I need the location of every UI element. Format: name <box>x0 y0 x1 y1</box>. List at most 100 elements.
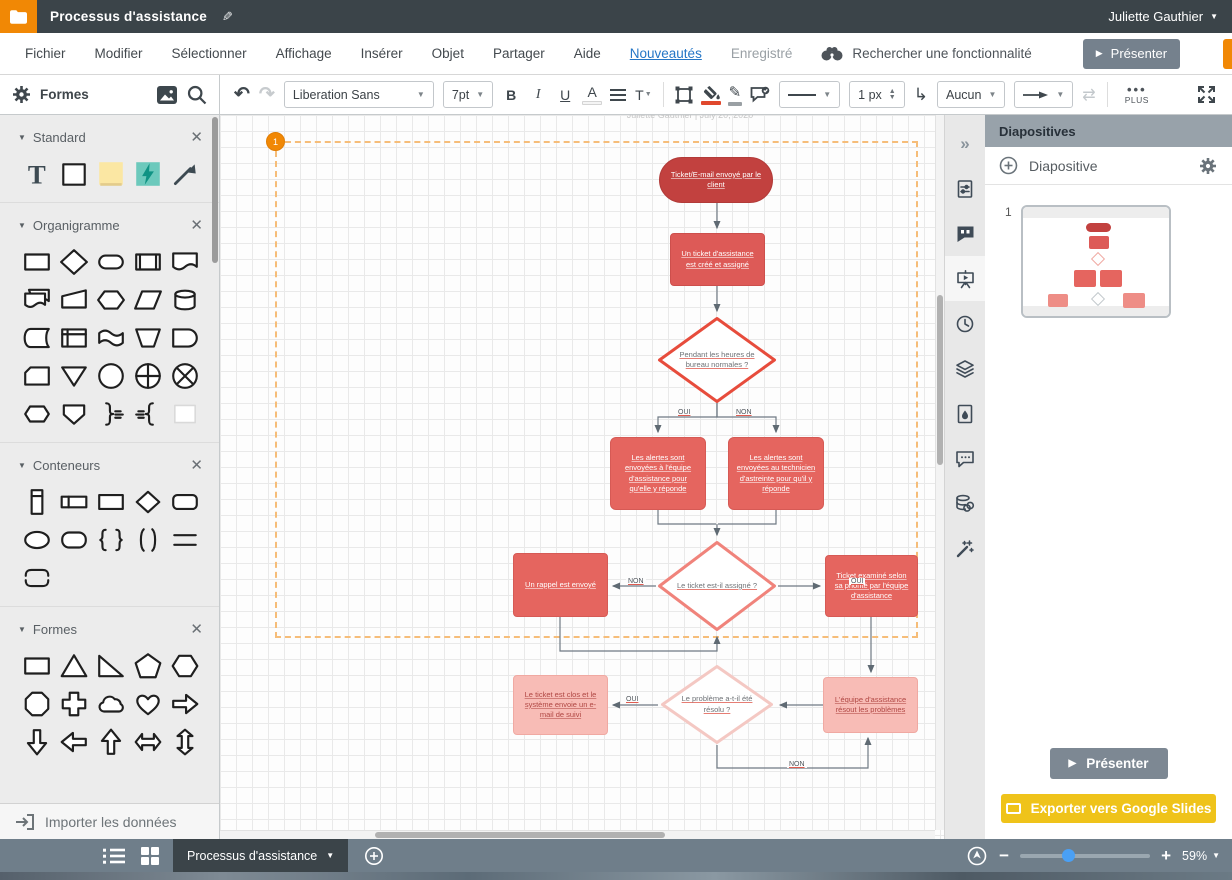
line-width-stepper[interactable]: 1 px ▲▼ <box>849 81 905 108</box>
flow-node-alert-technician[interactable]: Les alertes sont envoyées au technicien … <box>728 437 824 510</box>
arrow-up-shape-icon[interactable] <box>95 726 127 758</box>
swap-endpoints-icon[interactable]: ⇄ <box>1082 85 1095 105</box>
basic-rectangle-shape-icon[interactable] <box>21 650 53 682</box>
clipped-shape-icon[interactable] <box>132 774 164 778</box>
slide-thumbnail[interactable] <box>1021 205 1171 318</box>
present-button-top[interactable]: ▶ Présenter <box>1083 39 1180 69</box>
canvas-horizontal-scrollbar[interactable] <box>220 830 935 839</box>
zoom-out-icon[interactable]: − <box>999 846 1009 866</box>
text-color-button[interactable]: A <box>583 84 601 105</box>
pentagon-shape-icon[interactable] <box>132 650 164 682</box>
internal-storage-shape-icon[interactable] <box>58 322 90 354</box>
font-family-select[interactable]: Liberation Sans ▼ <box>284 81 434 108</box>
export-google-slides-button[interactable]: Exporter vers Google Slides <box>1001 794 1216 823</box>
theme-style-icon[interactable] <box>945 391 986 436</box>
flow-node-decision-assigned[interactable]: Le ticket est-il assigné ? <box>657 540 777 632</box>
slide-item-1[interactable]: 1 <box>985 205 1232 318</box>
zoom-slider-knob[interactable] <box>1062 849 1075 862</box>
more-tools-button[interactable]: ••• PLUS <box>1125 85 1149 105</box>
text-options-icon[interactable]: T▼ <box>635 87 652 103</box>
page-tab[interactable]: Processus d'assistance ▼ <box>173 839 348 872</box>
bold-button[interactable]: B <box>502 87 520 103</box>
delay-shape-icon[interactable] <box>169 322 201 354</box>
rectangle-shape-icon[interactable] <box>58 158 90 190</box>
user-menu[interactable]: Juliette Gauthier ▼ <box>1108 9 1218 24</box>
add-slide-icon[interactable] <box>999 156 1018 175</box>
lightning-shape-icon[interactable] <box>132 158 164 190</box>
magic-wand-icon[interactable] <box>945 526 986 571</box>
flow-node-alert-team[interactable]: Les alertes sont envoyées à l'équipe d'a… <box>610 437 706 510</box>
collapse-triangle-icon[interactable]: ▼ <box>18 625 26 634</box>
flow-node-create-ticket[interactable]: Un ticket d'assistance est créé et assig… <box>670 233 765 286</box>
add-page-icon[interactable] <box>364 846 384 866</box>
connector-type-icon[interactable]: ↳ <box>914 85 928 105</box>
tape-shape-icon[interactable] <box>95 322 127 354</box>
stored-data-shape-icon[interactable] <box>21 322 53 354</box>
sticky-note-shape-icon[interactable] <box>95 158 127 190</box>
database-shape-icon[interactable] <box>169 284 201 316</box>
font-size-select[interactable]: 7pt ▼ <box>443 81 493 108</box>
arrow-left-right-shape-icon[interactable] <box>132 726 164 758</box>
import-data-button[interactable]: Importer les données <box>0 803 219 839</box>
undo-icon[interactable]: ↶ <box>234 83 250 106</box>
page-grid-icon[interactable] <box>141 847 159 865</box>
line-endpoint-none-select[interactable]: Aucun ▼ <box>937 81 1005 108</box>
search-shapes-icon[interactable] <box>187 85 207 105</box>
document-shape-icon[interactable] <box>169 246 201 278</box>
cross-shape-icon[interactable] <box>58 688 90 720</box>
multi-document-shape-icon[interactable] <box>21 284 53 316</box>
slides-panel-icon[interactable] <box>945 256 986 301</box>
comments-icon[interactable] <box>945 436 986 481</box>
basic-triangle-shape-icon[interactable] <box>58 650 90 682</box>
sidebar-scrollbar[interactable] <box>212 117 218 263</box>
zoom-to-fit-icon[interactable] <box>966 845 988 867</box>
container-diamond-shape-icon[interactable] <box>132 486 164 518</box>
menu-objet[interactable]: Objet <box>432 46 464 61</box>
history-clock-icon[interactable] <box>945 301 986 346</box>
decision-shape-icon[interactable] <box>58 246 90 278</box>
insert-image-icon[interactable] <box>156 85 178 105</box>
shapes-panel-label[interactable]: Formes <box>40 87 89 102</box>
zoom-slider[interactable] <box>1020 854 1150 858</box>
menu-partager[interactable]: Partager <box>493 46 545 61</box>
collapse-triangle-icon[interactable]: ▼ <box>18 461 26 470</box>
flow-node-decision-resolved[interactable]: Le problème a-t-il été résolu ? <box>660 664 774 745</box>
menu-affichage[interactable]: Affichage <box>276 46 332 61</box>
data-shape-icon[interactable] <box>132 284 164 316</box>
rename-pencil-icon[interactable]: ✎ <box>222 9 233 25</box>
arrow-right-shape-icon[interactable] <box>169 688 201 720</box>
parentheses-shape-icon[interactable] <box>132 524 164 556</box>
flow-node-start[interactable]: Ticket/E-mail envoyé par le client <box>659 157 773 203</box>
zoom-level-select[interactable]: 59% ▼ <box>1182 849 1220 863</box>
manual-operation-shape-icon[interactable] <box>132 322 164 354</box>
note-shape-icon[interactable] <box>169 398 201 430</box>
or-junction-shape-icon[interactable] <box>132 360 164 392</box>
collapse-triangle-icon[interactable]: ▼ <box>18 133 26 142</box>
close-section-icon[interactable]: ✕ <box>190 128 203 146</box>
clipped-shape-icon[interactable] <box>58 774 90 778</box>
menu-nouveautes-link[interactable]: Nouveautés <box>630 46 702 61</box>
curly-braces-shape-icon[interactable] <box>95 524 127 556</box>
arrow-northeast-shape-icon[interactable] <box>169 158 201 190</box>
process-shape-icon[interactable] <box>21 246 53 278</box>
present-button-panel[interactable]: ▶ Présenter <box>1050 748 1168 779</box>
clipped-shape-icon[interactable] <box>169 774 201 778</box>
arrow-up-down-shape-icon[interactable] <box>169 726 201 758</box>
canvas-vertical-scrollbar[interactable] <box>935 115 944 830</box>
share-button[interactable]: Partager <box>1223 39 1232 69</box>
close-section-icon[interactable]: ✕ <box>190 620 203 638</box>
annotation-right-shape-icon[interactable] <box>95 398 127 430</box>
data-linking-icon[interactable] <box>945 481 986 526</box>
merge-shape-icon[interactable] <box>58 360 90 392</box>
off-page-connector-shape-icon[interactable] <box>58 398 90 430</box>
slide-number-badge[interactable]: 1 <box>266 132 285 151</box>
octagon-shape-icon[interactable] <box>21 688 53 720</box>
flow-node-team-resolves[interactable]: L'équipe d'assistance résout les problèm… <box>823 677 918 733</box>
menu-modifier[interactable]: Modifier <box>95 46 143 61</box>
connector-shape-icon[interactable] <box>95 360 127 392</box>
arrow-down-shape-icon[interactable] <box>21 726 53 758</box>
horizontal-lines-shape-icon[interactable] <box>169 524 201 556</box>
terminator-shape-icon[interactable] <box>95 246 127 278</box>
line-endpoint-arrow-select[interactable]: ▼ <box>1014 81 1073 108</box>
menu-inserer[interactable]: Insérer <box>361 46 403 61</box>
